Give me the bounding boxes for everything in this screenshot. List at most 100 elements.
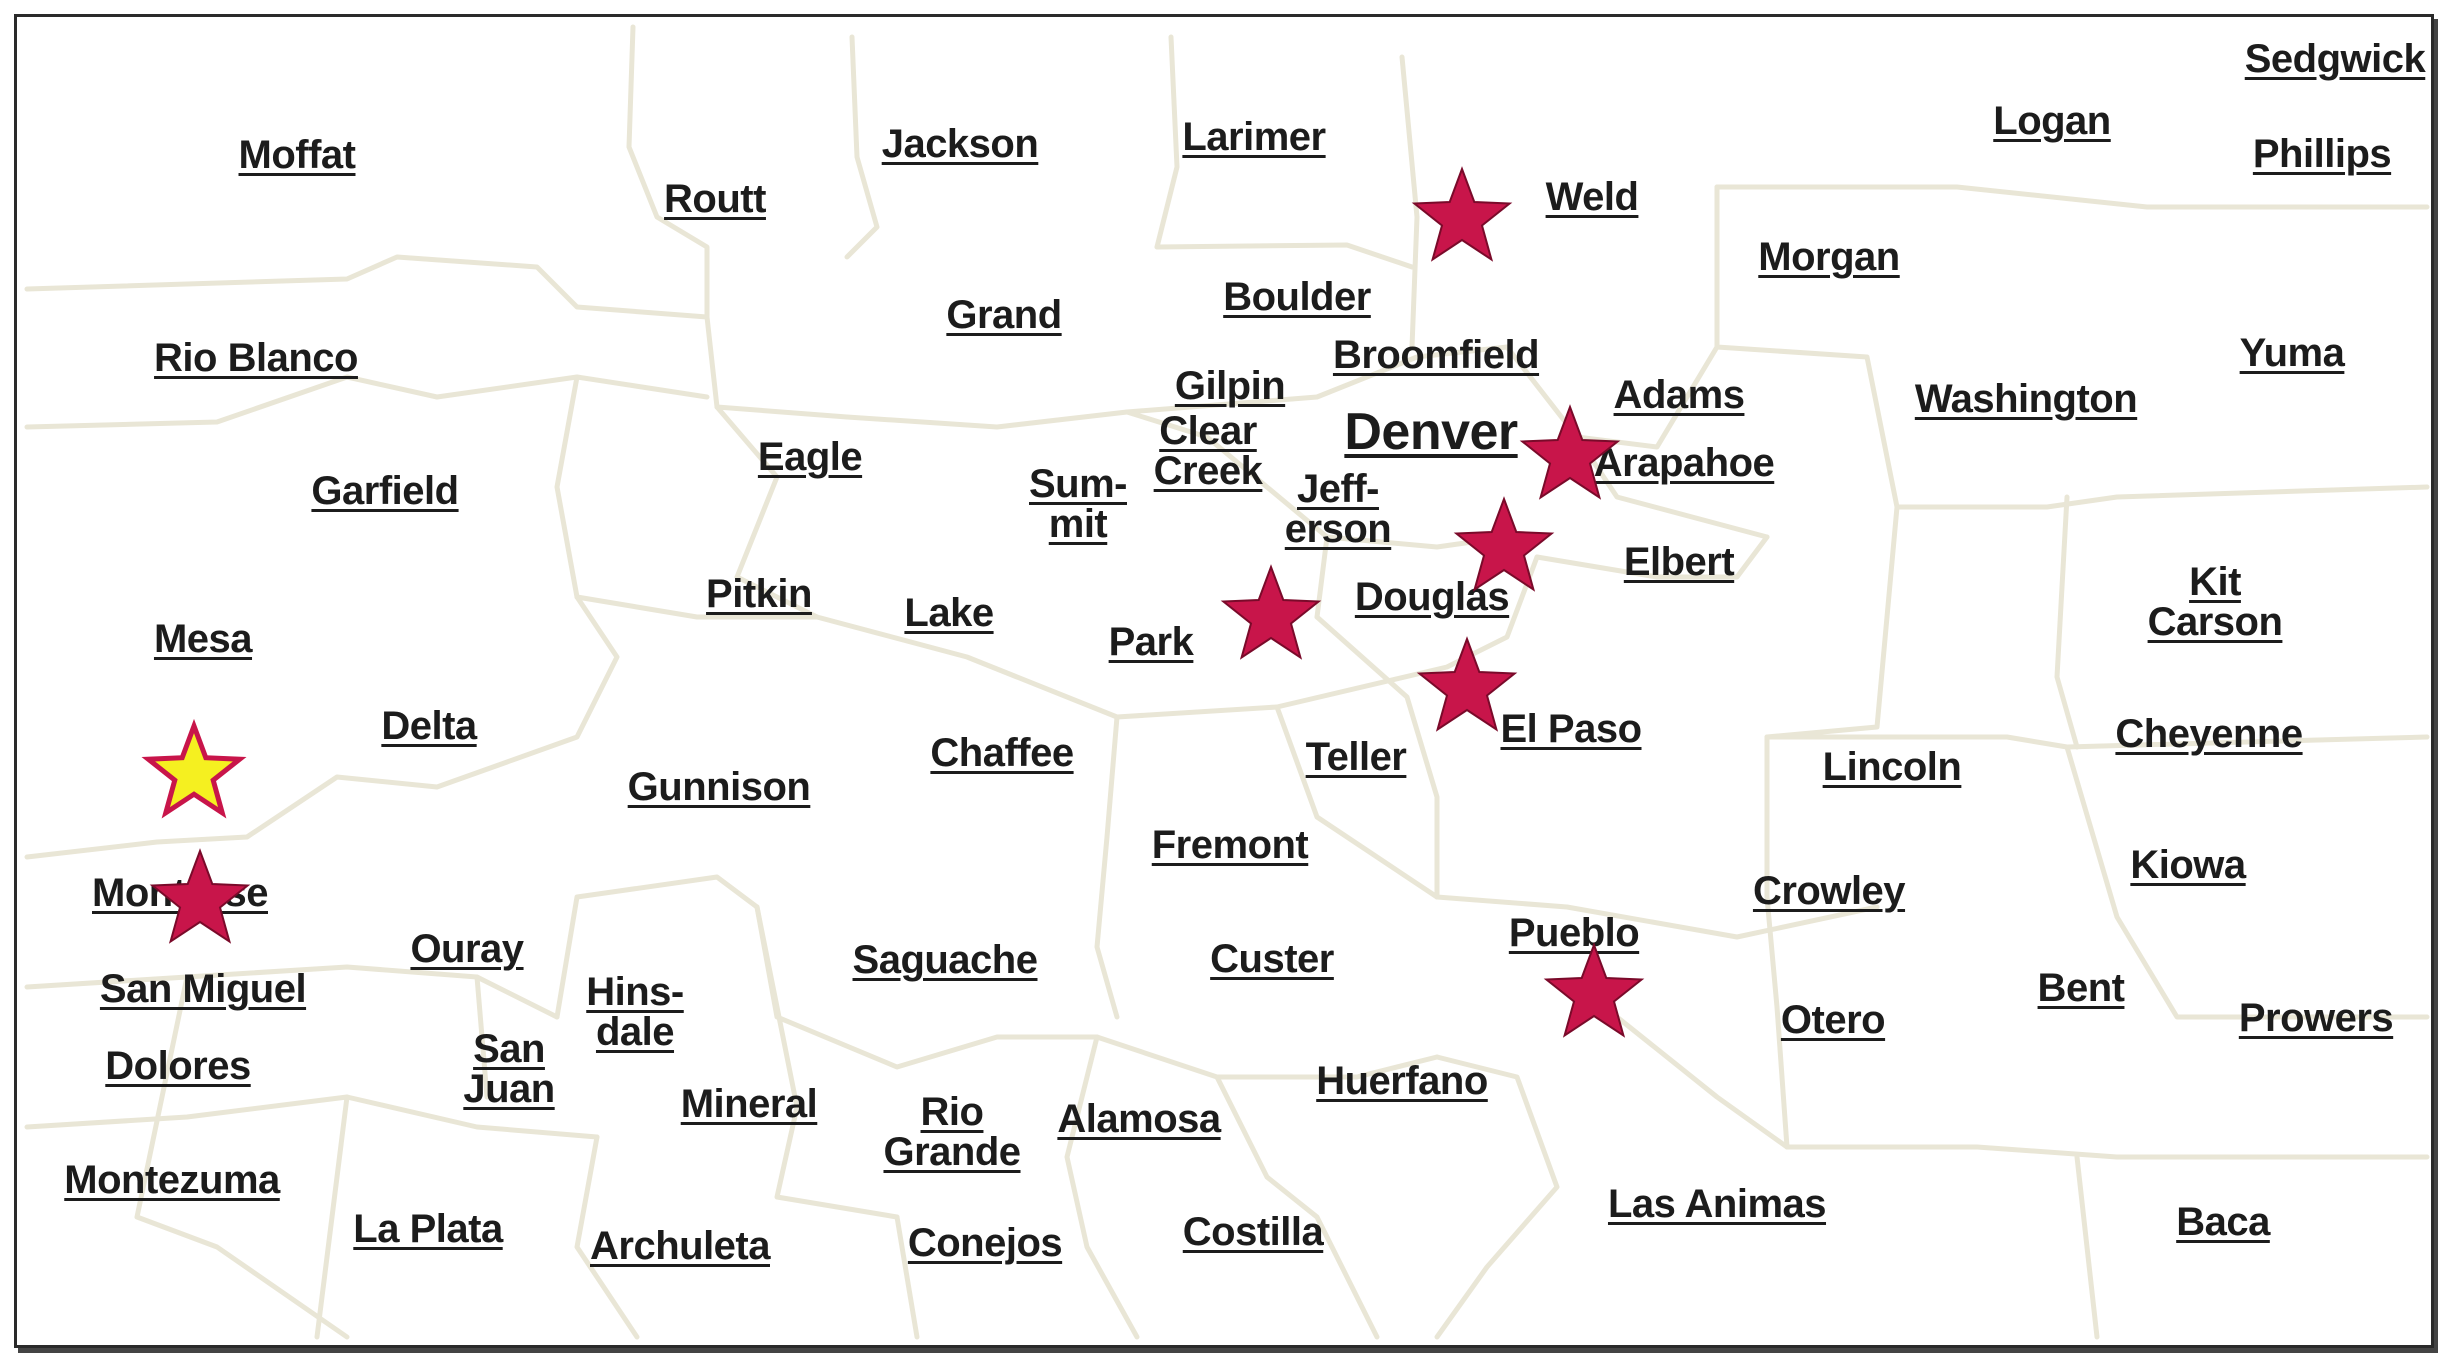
county-label-san-miguel[interactable]: San Miguel: [100, 969, 307, 1009]
county-label-otero[interactable]: Otero: [1781, 1000, 1886, 1040]
county-label-custer[interactable]: Custer: [1210, 939, 1334, 979]
county-label-hinsdale[interactable]: Hins-dale: [586, 972, 684, 1052]
county-label-broomfield[interactable]: Broomfield: [1332, 333, 1540, 377]
county-label-line: Carson: [2147, 600, 2283, 644]
county-label-fremont[interactable]: Fremont: [1152, 825, 1309, 865]
county-label-line: Custer: [1210, 937, 1334, 981]
county-label-line: Grande: [883, 1130, 1021, 1174]
county-label-montezuma[interactable]: Montezuma: [64, 1160, 280, 1200]
county-label-weld[interactable]: Weld: [1546, 177, 1639, 217]
red-star-icon: [1453, 496, 1555, 592]
county-label-chaffee[interactable]: Chaffee: [930, 733, 1074, 773]
county-label-line: mit: [1048, 502, 1108, 546]
county-label-line: Pueblo: [1508, 911, 1640, 955]
county-label-el-paso[interactable]: El Paso: [1500, 707, 1642, 751]
county-label-line: Broomfield: [1332, 333, 1540, 377]
county-label-gunnison[interactable]: Gunnison: [628, 767, 811, 807]
county-label-line: Rio: [920, 1090, 984, 1134]
county-label-line: erson: [1284, 507, 1392, 551]
county-label-moffat[interactable]: Moffat: [239, 135, 356, 175]
county-label-conejos[interactable]: Conejos: [907, 1221, 1063, 1265]
county-label-cheyenne[interactable]: Cheyenne: [2115, 712, 2303, 756]
county-label-line: Ouray: [410, 927, 524, 971]
county-label-line: Adams: [1613, 373, 1745, 417]
county-label-line: Bent: [2037, 966, 2125, 1010]
county-label-teller[interactable]: Teller: [1306, 737, 1407, 777]
county-label-line: Baca: [2176, 1200, 2270, 1244]
county-label-lake[interactable]: Lake: [904, 593, 994, 633]
county-label-yuma[interactable]: Yuma: [2240, 333, 2345, 373]
county-label-line: Routt: [664, 177, 766, 221]
county-label-line: Cheyenne: [2115, 712, 2303, 756]
county-label-gilpin[interactable]: Gilpin: [1175, 366, 1286, 406]
county-label-logan[interactable]: Logan: [1993, 99, 2111, 143]
county-label-line: Eagle: [757, 435, 863, 479]
county-label-jackson[interactable]: Jackson: [882, 124, 1039, 164]
county-label-costilla[interactable]: Costilla: [1183, 1212, 1324, 1252]
county-label-las-animas[interactable]: Las Animas: [1607, 1182, 1827, 1226]
county-label-grand[interactable]: Grand: [946, 295, 1062, 335]
county-label-adams[interactable]: Adams: [1614, 375, 1745, 415]
county-label-saguache[interactable]: Saguache: [853, 940, 1038, 980]
county-label-line: El Paso: [1500, 707, 1642, 751]
county-label-line: Jackson: [881, 122, 1039, 166]
county-label-garfield[interactable]: Garfield: [311, 469, 459, 513]
red-star-icon: [1411, 166, 1513, 262]
county-label-line: Alamosa: [1057, 1097, 1221, 1141]
county-label-routt[interactable]: Routt: [664, 179, 766, 219]
county-label-line: Kit: [2189, 560, 2241, 604]
county-label-mineral[interactable]: Mineral: [681, 1084, 818, 1124]
county-label-pueblo[interactable]: Pueblo: [1508, 911, 1640, 955]
county-label-archuleta[interactable]: Archuleta: [590, 1226, 771, 1266]
county-label-line: Conejos: [907, 1221, 1063, 1265]
county-label-washington[interactable]: Washington: [1915, 379, 2138, 419]
county-label-rio-blanco[interactable]: Rio Blanco: [154, 338, 358, 378]
county-label-morgan[interactable]: Morgan: [1758, 235, 1900, 279]
county-label-pitkin[interactable]: Pitkin: [706, 574, 812, 614]
county-label-kiowa[interactable]: Kiowa: [2130, 845, 2246, 885]
county-label-phillips[interactable]: Phillips: [2253, 134, 2392, 174]
county-label-line: Crowley: [1752, 869, 1906, 913]
county-label-park[interactable]: Park: [1109, 622, 1194, 662]
county-label-baca[interactable]: Baca: [2176, 1202, 2270, 1242]
county-label-line: Arapahoe: [1593, 441, 1775, 485]
county-label-line: Morgan: [1758, 235, 1900, 279]
county-label-alamosa[interactable]: Alamosa: [1057, 1097, 1221, 1141]
star-markers: [141, 166, 1645, 1038]
county-label-summit[interactable]: Sum-mit: [1029, 464, 1128, 546]
county-label-line: Mesa: [153, 617, 253, 661]
county-label-elbert[interactable]: Elbert: [1623, 540, 1735, 584]
county-label-line: Garfield: [311, 469, 459, 513]
county-label-line: Park: [1108, 620, 1194, 664]
county-label-huerfano[interactable]: Huerfano: [1316, 1061, 1488, 1101]
county-label-la-plata[interactable]: La Plata: [353, 1209, 503, 1249]
county-label-line: Las Animas: [1607, 1182, 1827, 1226]
red-star-icon: [1519, 404, 1621, 500]
county-label-line: Creek: [1153, 449, 1263, 493]
county-label-line: Delta: [381, 704, 477, 748]
county-label-dolores[interactable]: Dolores: [105, 1046, 251, 1086]
county-label-line: Logan: [1993, 99, 2111, 143]
county-label-larimer[interactable]: Larimer: [1182, 117, 1326, 157]
county-label-boulder[interactable]: Boulder: [1223, 277, 1371, 317]
county-label-line: Elbert: [1623, 540, 1735, 584]
county-label-mesa[interactable]: Mesa: [153, 617, 253, 661]
county-label-prowers[interactable]: Prowers: [2239, 998, 2394, 1038]
county-label-denver[interactable]: Denver: [1344, 403, 1518, 461]
county-label-line: Denver: [1344, 403, 1518, 461]
county-label-bent[interactable]: Bent: [2038, 968, 2125, 1008]
county-label-sedgwick[interactable]: Sedgwick: [2245, 39, 2426, 79]
county-label-lincoln[interactable]: Lincoln: [1823, 747, 1962, 787]
county-label-jefferson[interactable]: Jeff-erson: [1284, 469, 1392, 551]
county-label-eagle[interactable]: Eagle: [757, 435, 863, 479]
county-label-arapahoe[interactable]: Arapahoe: [1594, 443, 1775, 483]
county-label-crowley[interactable]: Crowley: [1752, 869, 1906, 913]
county-label-line: Teller: [1305, 735, 1407, 779]
county-label-delta[interactable]: Delta: [381, 704, 477, 748]
county-label-line: Saguache: [852, 938, 1038, 982]
county-label-ouray[interactable]: Ouray: [410, 927, 524, 971]
